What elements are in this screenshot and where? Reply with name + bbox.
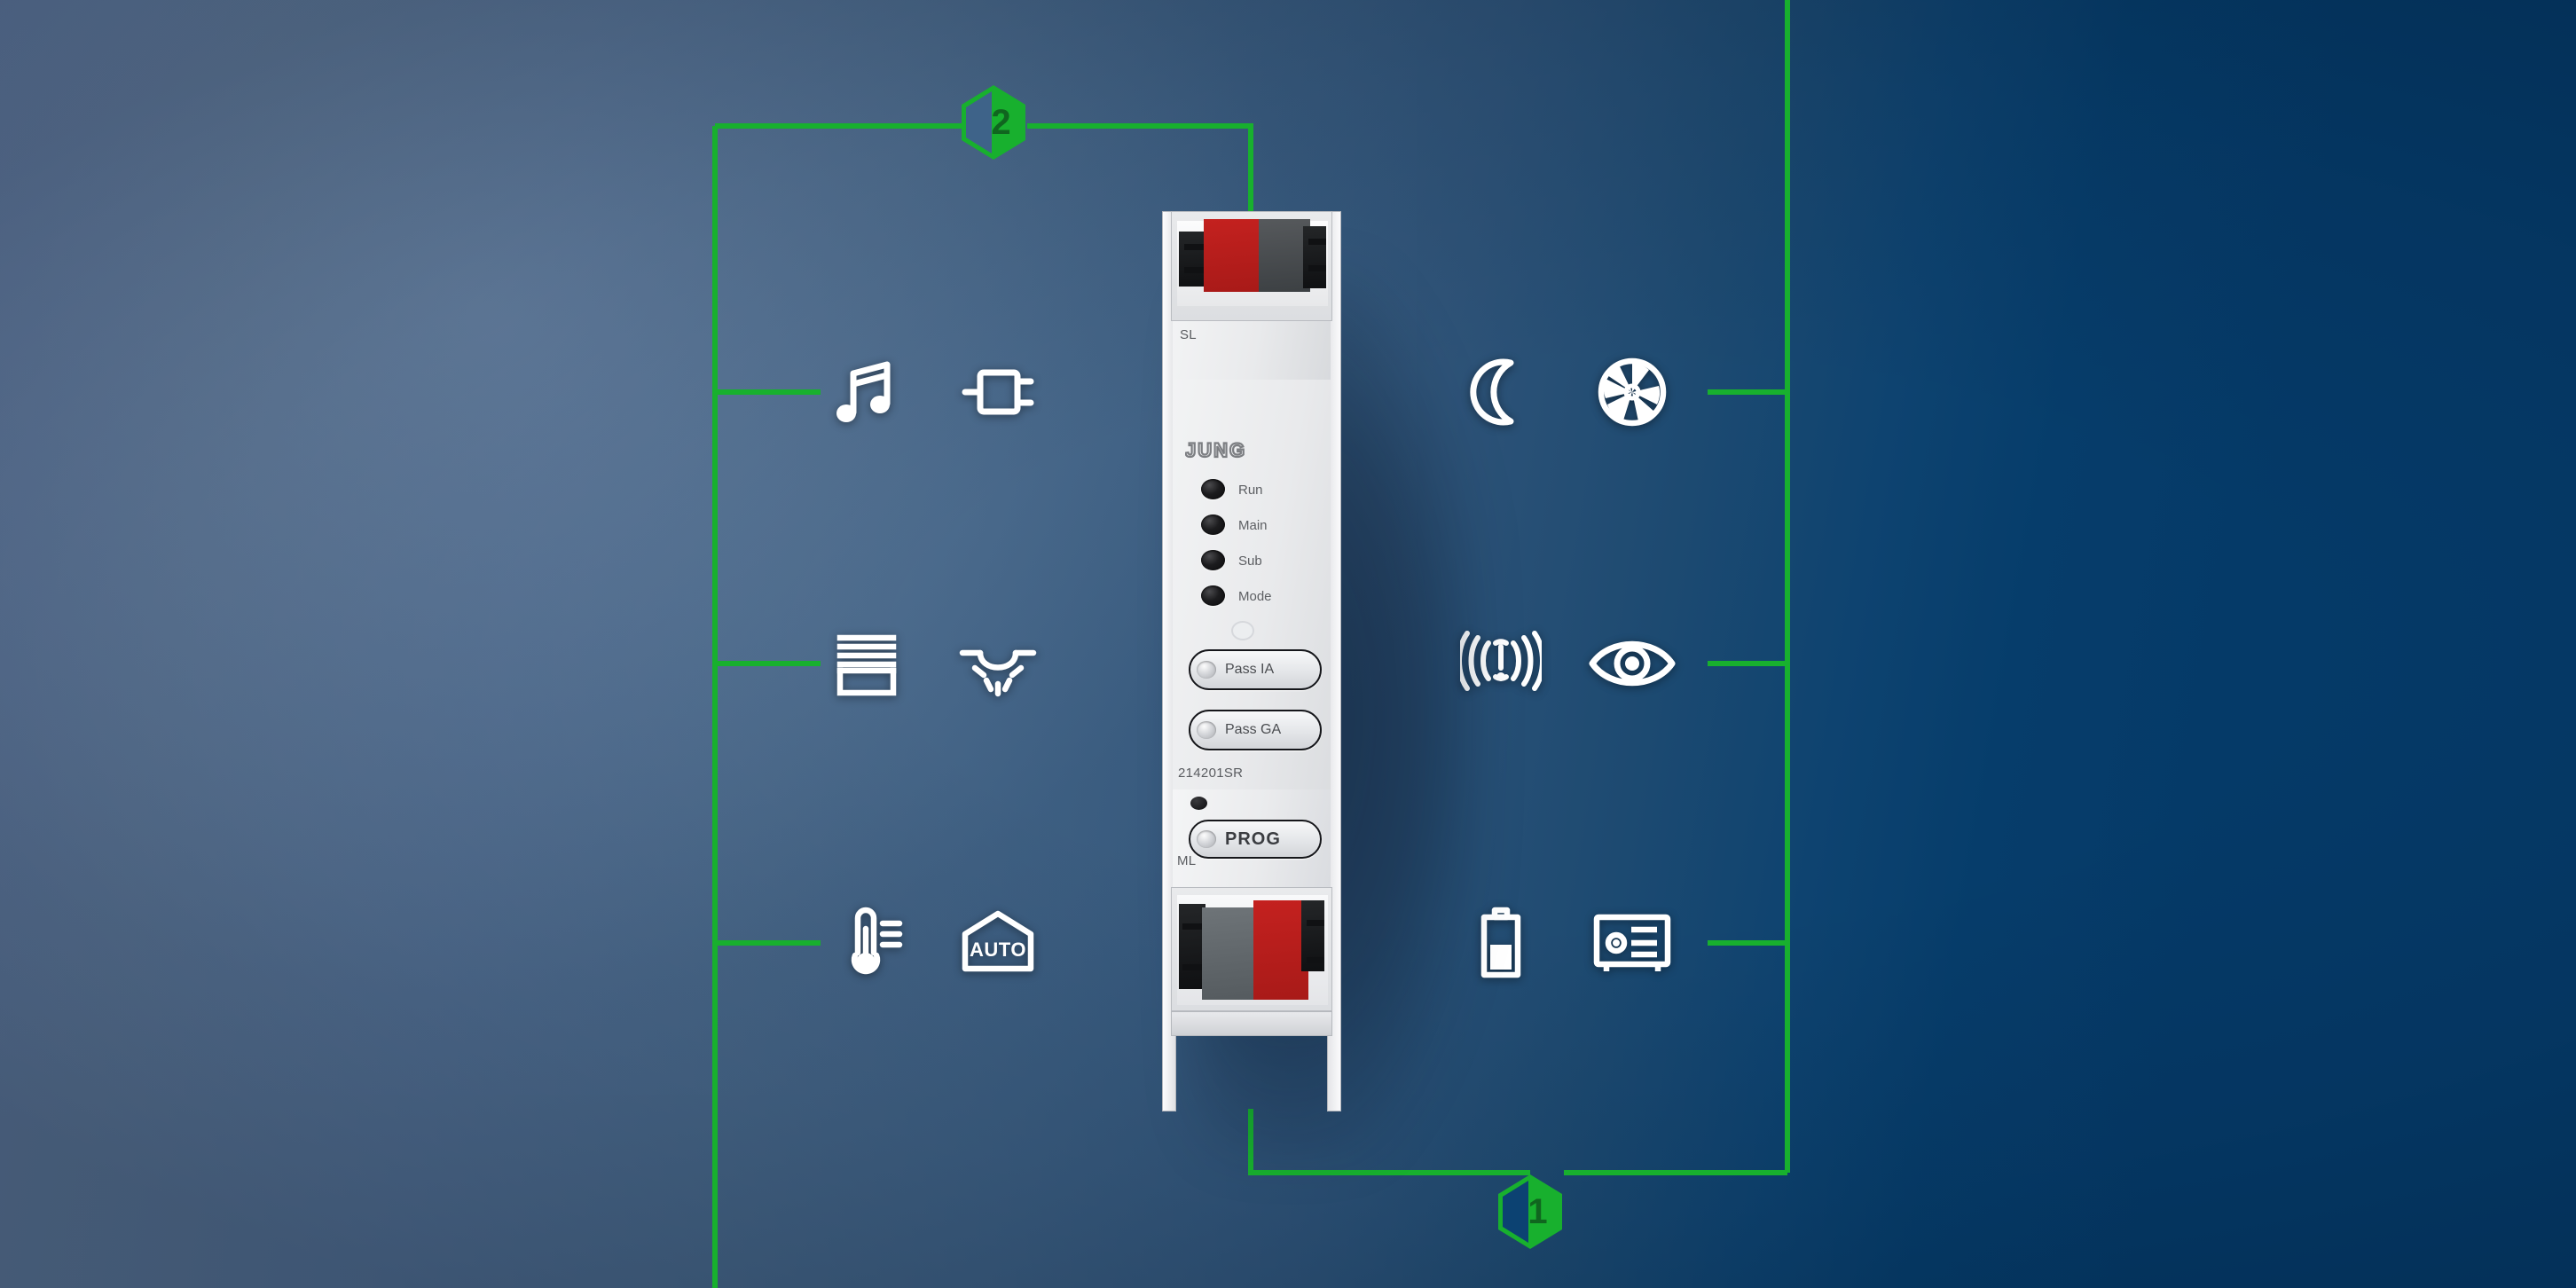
jung-brand-text: JUNG	[1185, 440, 1246, 461]
reset-ring-icon[interactable]	[1231, 621, 1254, 640]
music-note-icon	[821, 346, 913, 438]
pass-ga-label: Pass GA	[1225, 722, 1282, 737]
badge-1-label: 1	[1528, 1192, 1548, 1231]
device-bottom-terminal-housing	[1171, 887, 1332, 1011]
circuit-badge-1[interactable]: 1	[1496, 1173, 1564, 1251]
top-terminal-screw-d	[1308, 265, 1326, 271]
device-upper-face-strip: SL	[1173, 321, 1331, 380]
house-auto-icon: AUTO	[952, 897, 1044, 989]
blinds-shutter-icon	[821, 617, 913, 710]
top-terminal-label: SL	[1180, 327, 1197, 342]
device-prog-panel: PROG ML	[1173, 789, 1331, 887]
lighting-lamp-icon	[952, 617, 1044, 710]
jung-brand-logo: JUNG	[1184, 438, 1293, 462]
pass-ia-led	[1197, 661, 1216, 679]
top-terminal-screw-c	[1308, 239, 1326, 245]
pass-ga-button[interactable]: Pass GA	[1189, 710, 1322, 750]
feature-row-left-1	[821, 346, 1044, 438]
moon-icon	[1455, 346, 1547, 438]
led-sub-label: Sub	[1238, 554, 1262, 569]
bottom-terminal-label: ML	[1177, 853, 1197, 868]
bottom-terminal-screw-a	[1182, 923, 1202, 930]
top-terminal-grey-plug	[1259, 219, 1310, 292]
led-main	[1201, 514, 1225, 535]
circuit-badge-2[interactable]: 2	[960, 83, 1027, 161]
prog-led	[1197, 830, 1216, 848]
battery-icon	[1455, 897, 1547, 989]
prog-label: PROG	[1225, 829, 1281, 849]
top-terminal-red-plug	[1204, 219, 1259, 292]
led-run-label: Run	[1238, 483, 1263, 498]
bottom-terminal-screw-d	[1307, 957, 1324, 963]
alarm-signal-icon	[1455, 617, 1547, 710]
top-terminal-screw-a	[1184, 244, 1204, 250]
fan-ventilation-icon	[1586, 346, 1678, 438]
bottom-terminal-screw-c	[1307, 920, 1324, 926]
device-model-number: 214201SR	[1178, 766, 1244, 781]
bottom-terminal-screw-b	[1182, 964, 1202, 970]
led-run	[1201, 479, 1225, 499]
led-mode-label: Mode	[1238, 589, 1272, 604]
badge-2-label: 2	[991, 103, 1011, 142]
feature-row-right-2	[1455, 617, 1678, 710]
feature-row-right-3	[1455, 897, 1678, 989]
hexagon-1-icon	[1498, 1174, 1562, 1249]
feature-row-left-2	[821, 617, 1044, 710]
feature-row-right-1	[1455, 346, 1678, 438]
pass-ia-label: Pass IA	[1225, 662, 1275, 677]
bottom-terminal-red-plug	[1253, 900, 1308, 1000]
top-terminal-screw-b	[1184, 267, 1204, 273]
pass-ia-button[interactable]: Pass IA	[1189, 649, 1322, 690]
device-base-lip	[1171, 1011, 1332, 1036]
device-top-terminal-housing	[1171, 211, 1332, 321]
led-mode	[1201, 585, 1225, 606]
prog-indicator-hole	[1190, 797, 1207, 810]
feature-row-left-3: AUTO	[821, 897, 1044, 989]
thermometer-icon	[821, 897, 913, 989]
bottom-terminal-clamp-left	[1179, 904, 1206, 989]
eye-presence-icon	[1586, 617, 1678, 710]
top-terminal-clamp-right	[1303, 226, 1326, 288]
bottom-terminal-grey-plug	[1202, 907, 1253, 1000]
pass-ga-led	[1197, 721, 1216, 739]
hexagon-2-icon	[962, 85, 1025, 160]
prog-button[interactable]: PROG	[1189, 820, 1322, 859]
led-main-label: Main	[1238, 518, 1268, 533]
control-panel-icon	[1586, 897, 1678, 989]
house-auto-label: AUTO	[970, 939, 1026, 961]
led-sub	[1201, 550, 1225, 570]
power-socket-icon	[952, 346, 1044, 438]
knx-din-rail-device[interactable]: SL JUNG Run Main Sub Mode	[1162, 211, 1341, 1111]
